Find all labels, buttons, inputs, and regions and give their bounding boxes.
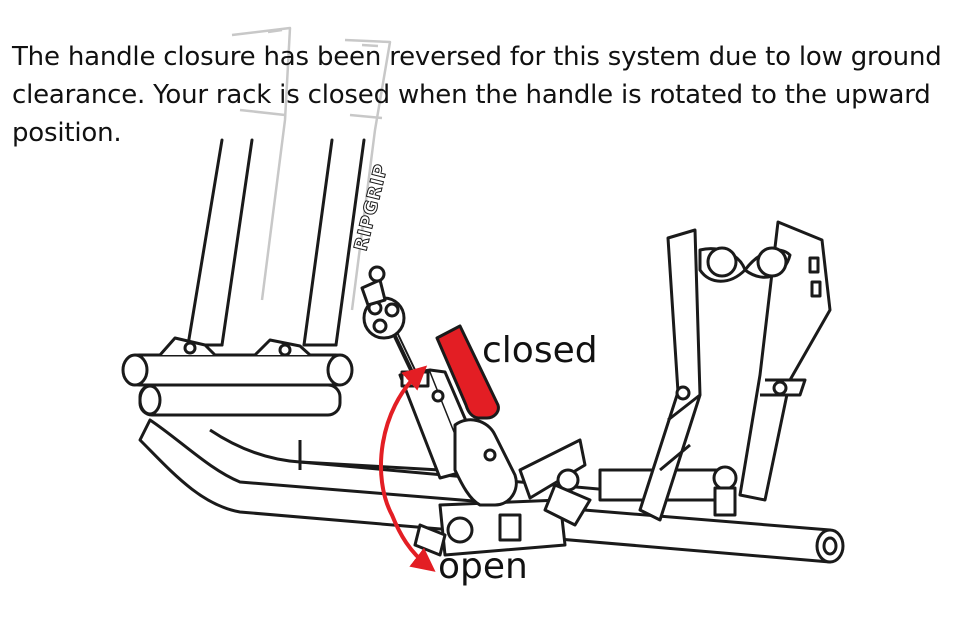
caption-text: The handle closure has been reversed for… [12,42,942,148]
right-tray [638,220,832,522]
label-closed: closed [482,330,598,371]
label-open: open [438,546,528,587]
left-cradle [121,336,354,417]
handle-closed-icon [435,324,500,420]
left-fork-arms [186,138,366,347]
brand-logo: RIPGRIP [350,162,392,254]
rotation-arrow-icon [379,365,436,572]
left-arm-faded [231,26,392,311]
